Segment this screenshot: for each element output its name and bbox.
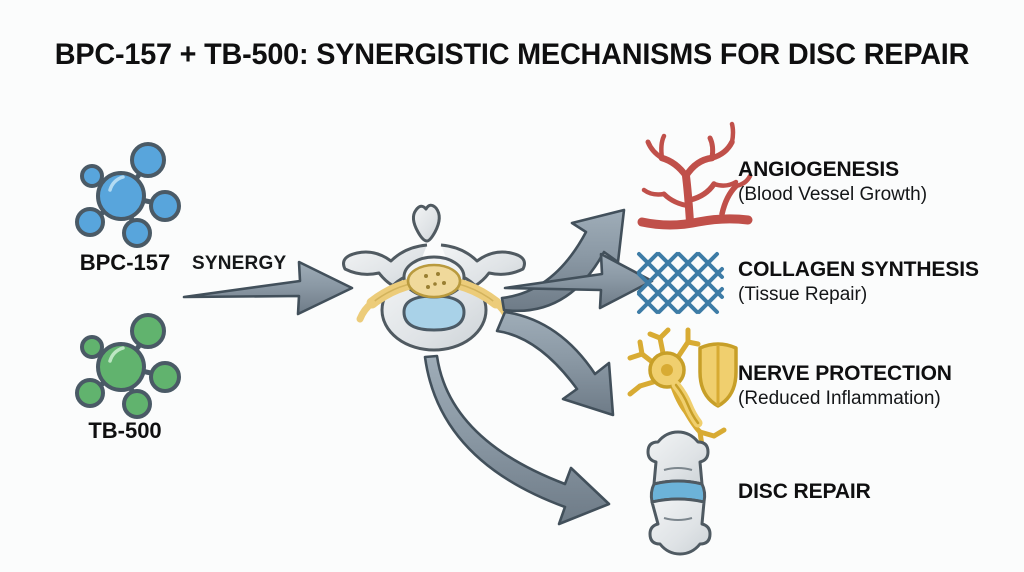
outcome-subtitle: (Reduced Inflammation) xyxy=(738,387,941,409)
curved-arrow-icon-3 xyxy=(495,310,615,417)
outcome-title: DISC REPAIR xyxy=(738,480,871,503)
arrow-right-icon-synergy xyxy=(182,260,354,316)
outcome-disc-repair: DISC REPAIR xyxy=(738,480,1018,506)
curved-arrow-icon-4 xyxy=(423,354,611,526)
outcome-collagen-synthesis: COLLAGEN SYNTHESIS (Tissue Repair) xyxy=(738,258,1018,306)
spinal-disc-icon xyxy=(646,430,712,556)
outcome-subtitle: (Tissue Repair) xyxy=(738,283,868,305)
curved-arrow-icon-group xyxy=(423,208,654,526)
molecule-icon-tb500 xyxy=(75,313,181,419)
neuron-shield-icon xyxy=(627,327,738,449)
blood-vessel-icon xyxy=(637,121,753,230)
page-title: BPC-157 + TB-500: SYNERGISTIC MECHANISMS… xyxy=(54,38,970,71)
collagen-mesh-icon xyxy=(637,252,724,314)
synergy-label: SYNERGY xyxy=(192,253,287,274)
molecule-icon-bpc157 xyxy=(75,142,181,248)
outcome-title: NERVE PROTECTION xyxy=(738,362,952,385)
vertebra-top-view-icon xyxy=(342,203,526,352)
outcome-title: ANGIOGENESIS xyxy=(738,158,899,181)
compound-label-bpc157: BPC-157 xyxy=(79,250,171,275)
outcome-title: COLLAGEN SYNTHESIS xyxy=(738,258,979,281)
outcome-nerve-protection: NERVE PROTECTION (Reduced Inflammation) xyxy=(738,362,1018,410)
outcome-angiogenesis: ANGIOGENESIS (Blood Vessel Growth) xyxy=(738,158,1018,206)
compound-label-tb500: TB-500 xyxy=(88,418,162,443)
outcome-subtitle: (Blood Vessel Growth) xyxy=(738,183,928,205)
